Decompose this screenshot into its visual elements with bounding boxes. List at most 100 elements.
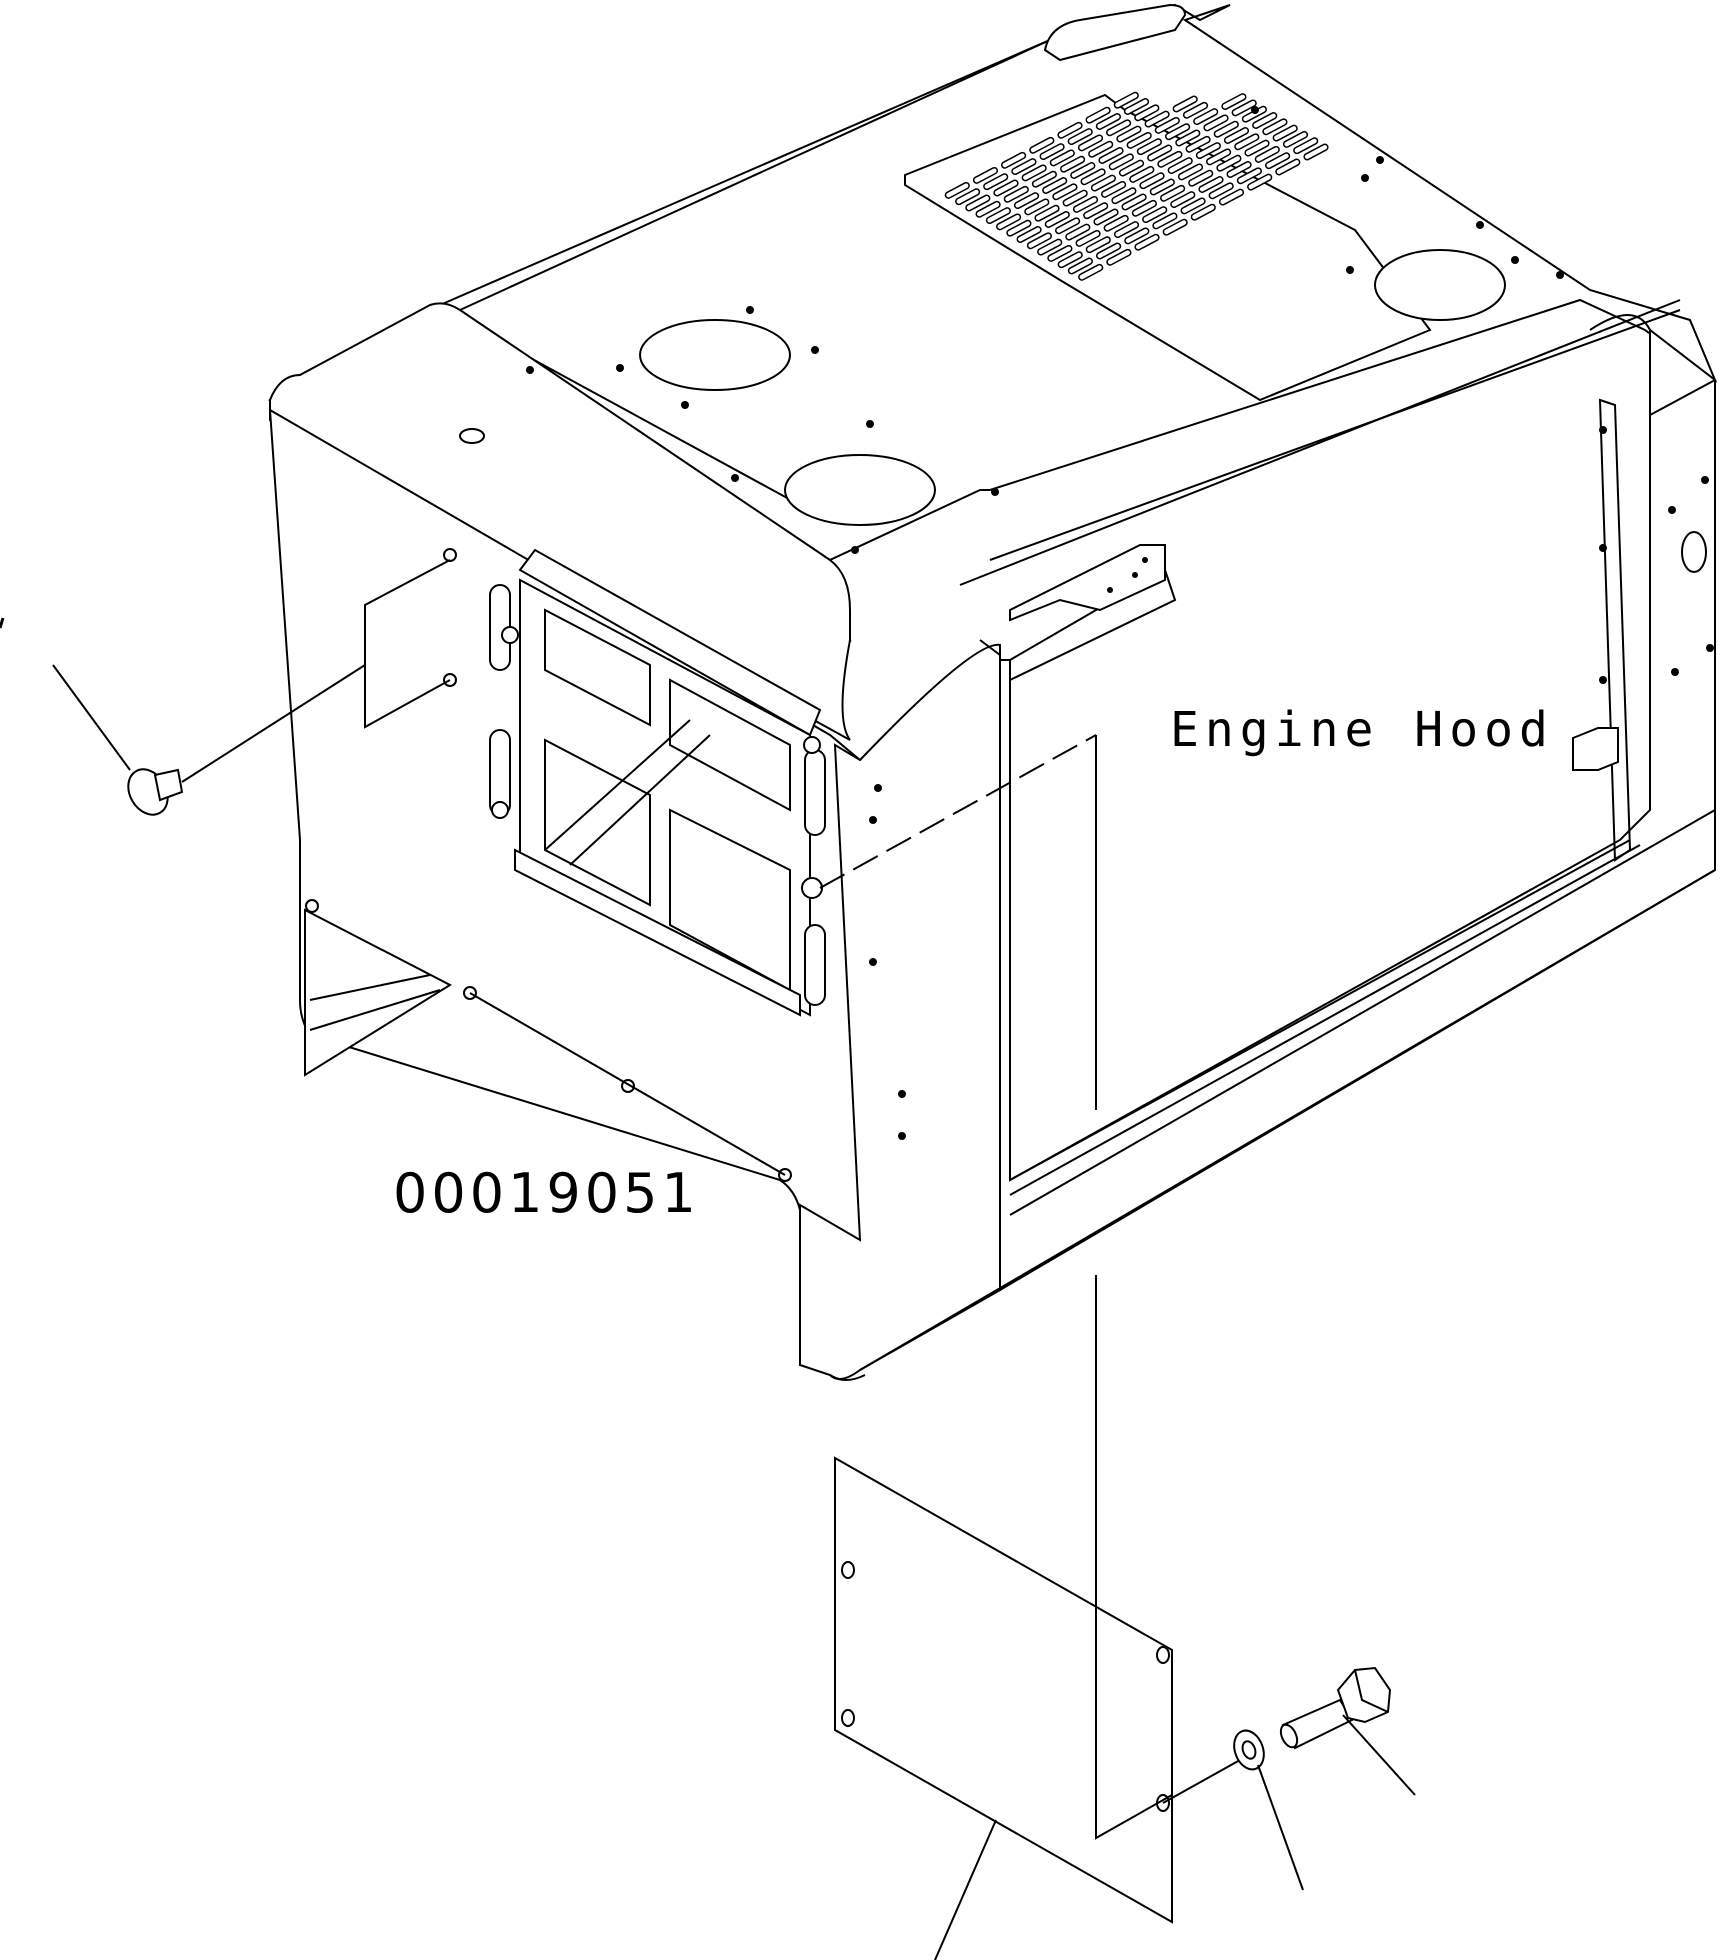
vent-slot — [1121, 193, 1147, 211]
vent-slot — [1034, 204, 1060, 222]
vent-slot — [1203, 114, 1229, 132]
bolt-part — [1279, 1666, 1416, 1796]
vent-slot — [975, 200, 1001, 218]
vent-slot — [1113, 221, 1140, 239]
vent-slot — [1113, 91, 1139, 109]
top-panel-rear-edge — [459, 39, 1051, 311]
vent-slot — [1106, 248, 1132, 266]
vent-slot — [1021, 164, 1047, 182]
vent-slot — [993, 179, 1019, 197]
vent-slot — [1165, 123, 1191, 141]
knob-shank — [153, 768, 184, 802]
vent-slot — [1088, 140, 1114, 158]
vent-slot — [1234, 133, 1260, 151]
vent-slot — [1029, 136, 1055, 154]
lower-step-recess — [304, 908, 453, 1077]
vent-slot — [1070, 162, 1096, 179]
bolt-shank-tip — [1279, 1723, 1299, 1749]
vent-slot — [1162, 218, 1188, 236]
knob-stud-part — [0, 617, 366, 816]
vent-slot — [1195, 142, 1221, 160]
vent-slot — [1062, 189, 1088, 207]
left-front-corner-cap — [269, 302, 851, 741]
vent-slot — [1134, 104, 1160, 122]
vent-slot — [1047, 244, 1073, 262]
vent-slot — [1093, 208, 1119, 226]
vent-slot — [1055, 217, 1081, 235]
slot-fastener — [491, 801, 509, 819]
vent-slot — [1216, 154, 1242, 172]
bolt-hole — [746, 306, 754, 314]
washer-hole — [1241, 1740, 1257, 1760]
vent-slot — [985, 207, 1011, 225]
vent-slot — [1126, 131, 1152, 149]
bolt-head-flat — [1354, 1669, 1389, 1713]
top-small-hole — [459, 428, 485, 444]
knob-leader — [52, 664, 131, 771]
side-round-hole — [1681, 531, 1707, 573]
vent-slot — [1013, 192, 1040, 210]
vent-slot — [1275, 158, 1301, 176]
right-side-opening-top — [1009, 568, 1177, 681]
vent-slot — [1057, 251, 1083, 269]
slot-hole — [804, 924, 826, 1006]
plate-hole — [1156, 1646, 1170, 1664]
vent-slot — [1185, 135, 1211, 153]
vent-slot — [1044, 211, 1070, 228]
side-latch-tab — [1572, 727, 1619, 771]
slot-fastener — [801, 877, 823, 899]
vent-slot — [1098, 147, 1124, 164]
vent-slot — [1223, 127, 1250, 144]
vent-slot — [1180, 197, 1206, 215]
knob-exploded-line — [181, 664, 366, 783]
vent-slot — [1118, 159, 1145, 177]
right-side-bottom-rail-top — [1009, 839, 1631, 1181]
side-hole — [1706, 644, 1714, 652]
bolt-hole — [1251, 106, 1259, 114]
hood-right-side-panel — [999, 327, 1716, 1292]
top-right-rail — [959, 299, 1681, 586]
inspection-bottom-rail — [514, 848, 801, 1017]
vent-slot — [1011, 158, 1037, 176]
vent-slot — [1067, 128, 1093, 146]
vent-slot — [1101, 180, 1127, 198]
vent-slot — [1134, 233, 1160, 251]
post-hole — [869, 958, 877, 966]
vent-slot — [1226, 161, 1252, 178]
vent-slot — [1142, 206, 1168, 224]
vent-slot — [1231, 99, 1257, 117]
vent-slot — [1106, 119, 1132, 137]
engine-hood-assembly — [268, 3, 1718, 1381]
vent-slot — [1129, 165, 1155, 183]
side-hole — [1599, 426, 1607, 434]
bolt-hole — [991, 488, 999, 496]
vent-slot — [1175, 129, 1201, 147]
side-hole — [1599, 544, 1607, 552]
vent-slot — [1001, 151, 1027, 169]
vent-slot — [1039, 143, 1065, 161]
vent-slot — [1049, 149, 1075, 167]
bolt-hole — [526, 366, 534, 374]
recess-shelf — [309, 974, 431, 1001]
vent-slot — [1037, 238, 1063, 256]
vent-slot — [1016, 226, 1042, 243]
knob-partial-callout — [0, 617, 5, 629]
side-hole — [1671, 668, 1679, 676]
vent-slot — [1293, 137, 1319, 155]
vent-slot — [1160, 184, 1186, 202]
vent-slot — [1095, 113, 1121, 130]
vent-slot — [1265, 152, 1291, 170]
vent-slot — [1157, 150, 1183, 168]
front-post-bottom-curve — [829, 1374, 866, 1381]
post-hole — [874, 784, 882, 792]
bolt-hole — [1346, 266, 1354, 274]
right-rear-post-line — [1649, 379, 1716, 416]
plate-hole — [841, 1561, 855, 1579]
vent-slot — [1123, 98, 1150, 115]
vent-slot — [1065, 223, 1091, 241]
panel-nut — [443, 548, 457, 562]
bolt-hole — [866, 420, 874, 428]
bolt-hole — [1511, 256, 1519, 264]
bolt-hole — [811, 346, 819, 354]
vent-slot — [1144, 110, 1170, 128]
